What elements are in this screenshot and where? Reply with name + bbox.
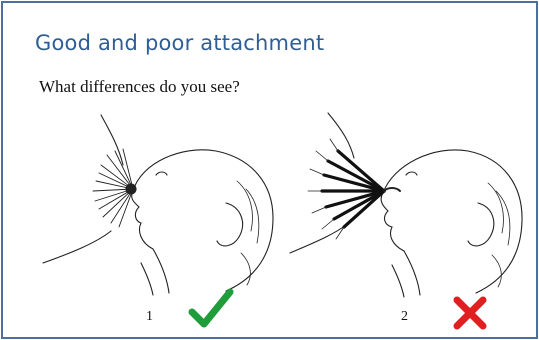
slide-title: Good and poor attachment	[35, 31, 324, 55]
good-attachment-illustration	[41, 103, 281, 298]
figure-number-2: 2	[401, 309, 408, 325]
cross-icon	[452, 295, 488, 331]
poor-attachment-illustration	[288, 103, 528, 298]
slide-question: What differences do you see?	[39, 77, 240, 97]
figure-number-1: 1	[146, 309, 153, 325]
check-icon	[188, 288, 234, 330]
